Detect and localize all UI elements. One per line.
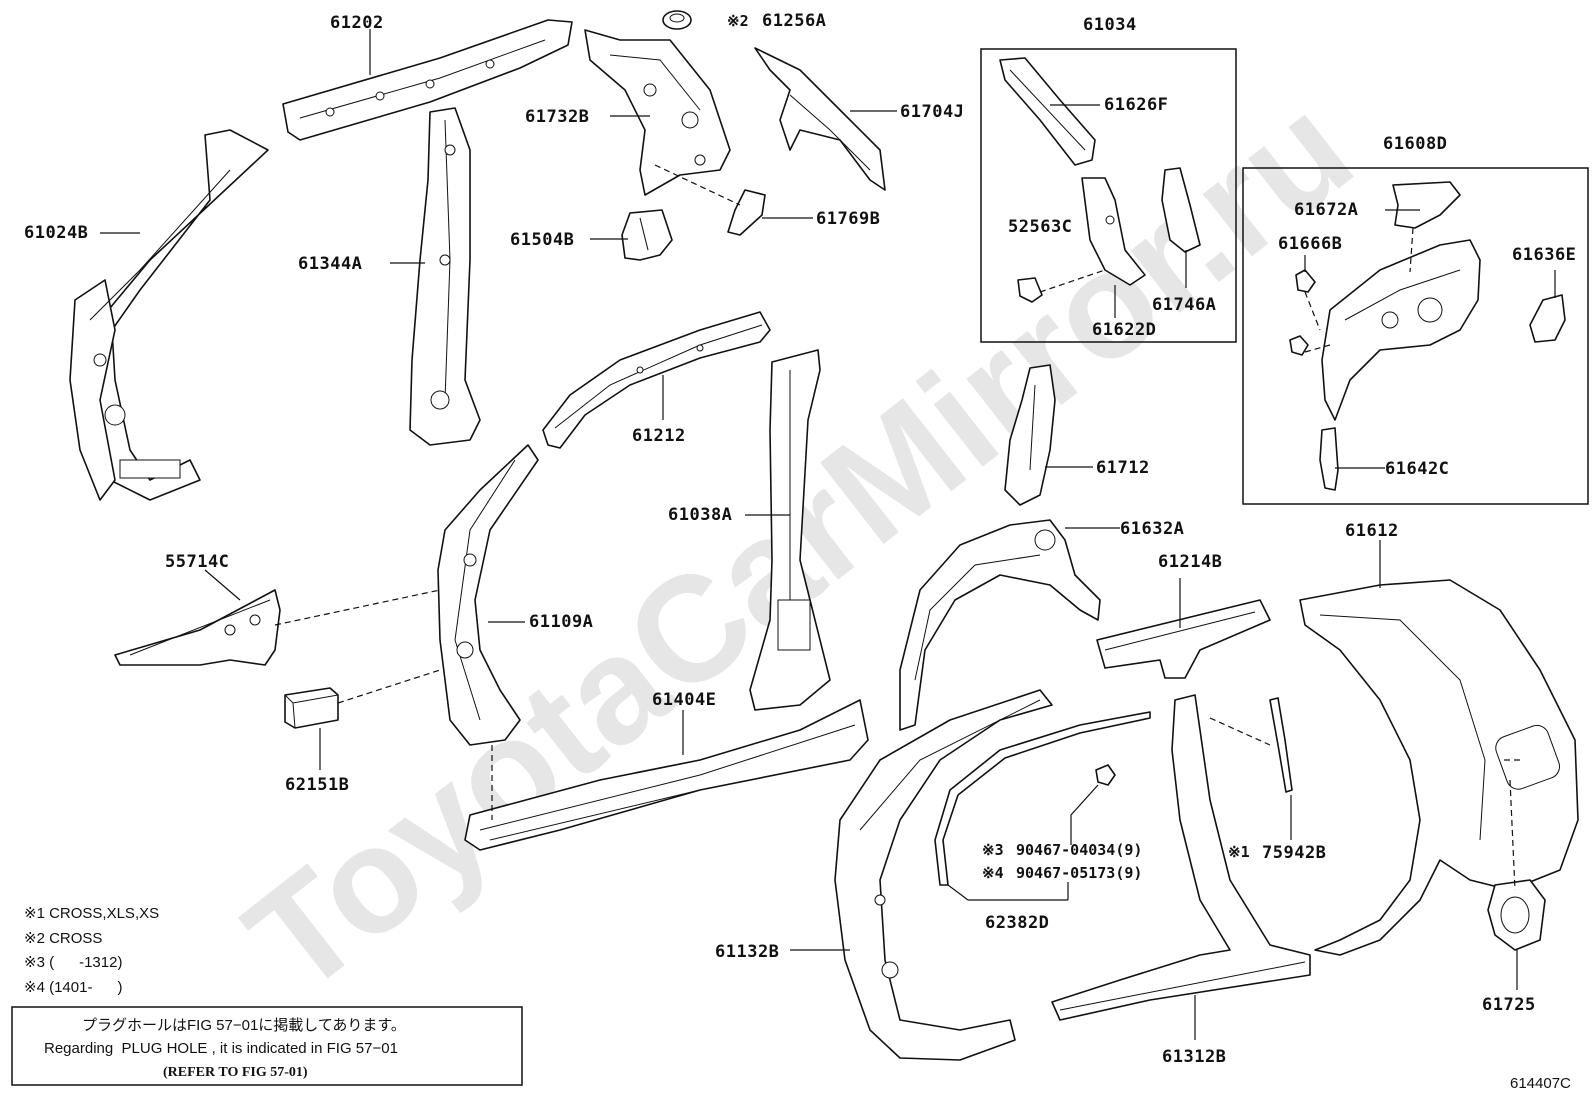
part-wheelhouse-inner[interactable] xyxy=(1321,239,1481,421)
part-61109A[interactable] xyxy=(437,444,539,746)
label-61608D: 61608D xyxy=(1383,134,1447,154)
label-90467-04034: 90467-04034(9) xyxy=(1016,841,1142,859)
label-61769B: 61769B xyxy=(816,209,880,229)
leader-lines xyxy=(100,29,1556,1040)
part-52563C[interactable] xyxy=(1017,277,1043,303)
label-61109A: 61109A xyxy=(529,612,593,632)
label-61672A: 61672A xyxy=(1294,200,1358,220)
part-61672A[interactable] xyxy=(1392,181,1461,229)
label-61504B: 61504B xyxy=(510,230,574,250)
label-61712: 61712 xyxy=(1096,458,1150,478)
label-61666B: 61666B xyxy=(1278,234,1342,254)
part-61769B[interactable] xyxy=(727,189,766,236)
part-61612[interactable] xyxy=(1299,579,1579,956)
assembly-lines xyxy=(274,164,1520,891)
part-61214B[interactable] xyxy=(1096,599,1271,679)
label-61038A: 61038A xyxy=(668,505,732,525)
part-61636E[interactable] xyxy=(1529,294,1566,343)
part-61712[interactable] xyxy=(1004,364,1056,506)
label-61034: 61034 xyxy=(1083,15,1137,35)
label-62382D: 62382D xyxy=(985,913,1049,933)
label-61626F: 61626F xyxy=(1104,95,1168,115)
part-90467-clip[interactable] xyxy=(1095,764,1116,786)
label-61632A: 61632A xyxy=(1120,519,1184,539)
legend: ※1 CROSS,XLS,XS ※2 CROSS ※3 ( -1312) ※4 … xyxy=(24,905,159,996)
label-61256A-mark: ※2 xyxy=(727,12,749,30)
plug-hole-notice: プラグホールはFIG 57−01に掲載してあります。 Regarding PLU… xyxy=(11,1006,523,1086)
legend-note-4: ※4 (1401- ) xyxy=(24,979,122,996)
group-box-61608D xyxy=(1242,167,1589,505)
label-61256A: 61256A xyxy=(762,11,826,31)
part-61024B[interactable] xyxy=(69,129,269,501)
label-61622D: 61622D xyxy=(1092,320,1156,340)
label-61344A: 61344A xyxy=(298,254,362,274)
part-61732B[interactable] xyxy=(584,29,731,196)
part-61622D[interactable] xyxy=(1081,177,1146,286)
label-61725: 61725 xyxy=(1482,995,1536,1015)
label-61636E: 61636E xyxy=(1512,245,1576,265)
part-61256A[interactable] xyxy=(662,10,692,30)
part-61312B[interactable] xyxy=(1051,694,1311,1021)
label-62151B: 62151B xyxy=(285,775,349,795)
part-62382D[interactable] xyxy=(934,711,1151,886)
label-55714C: 55714C xyxy=(165,552,229,572)
part-61666B[interactable] xyxy=(1289,269,1316,356)
label-61612: 61612 xyxy=(1345,521,1399,541)
part-61626F[interactable] xyxy=(999,57,1096,166)
label-61642C: 61642C xyxy=(1385,459,1449,479)
label-61202: 61202 xyxy=(330,13,384,33)
label-61214B: 61214B xyxy=(1158,552,1222,572)
label-61312B: 61312B xyxy=(1162,1047,1226,1067)
part-61504B[interactable] xyxy=(621,209,673,261)
label-mark-4: ※4 xyxy=(982,864,1004,882)
notice-box xyxy=(11,1006,523,1086)
label-61704J: 61704J xyxy=(900,102,964,122)
label-90467-05173: 90467-05173(9) xyxy=(1016,864,1142,882)
part-61704J[interactable] xyxy=(754,47,886,191)
label-75942B: 75942B xyxy=(1262,843,1326,863)
label-61132B: 61132B xyxy=(715,942,779,962)
part-61632A[interactable] xyxy=(899,519,1101,731)
part-55714C[interactable] xyxy=(114,589,281,666)
part-61132B[interactable] xyxy=(834,689,1053,1061)
label-mark-1: ※1 xyxy=(1228,843,1250,861)
notice-line-3: (REFER TO FIG 57-01) xyxy=(163,1065,308,1080)
notice-line-2: Regarding PLUG HOLE , it is indicated in… xyxy=(44,1040,398,1057)
legend-note-1: ※1 CROSS,XLS,XS xyxy=(24,905,159,922)
figure-code: 614407C xyxy=(1510,1075,1571,1092)
label-61732B: 61732B xyxy=(525,107,589,127)
label-61404E: 61404E xyxy=(652,690,716,710)
legend-note-3: ※3 ( -1312) xyxy=(24,954,122,971)
part-61404E[interactable] xyxy=(464,699,869,851)
label-61212: 61212 xyxy=(632,426,686,446)
part-61725[interactable] xyxy=(1487,879,1546,951)
label-61024B: 61024B xyxy=(24,223,88,243)
part-75942B[interactable] xyxy=(1269,697,1293,793)
part-61038A[interactable] xyxy=(749,349,831,711)
part-labels: 61202 ※2 61256A 61034 61732B 61704J 6162… xyxy=(24,11,1576,1067)
part-62151B[interactable] xyxy=(284,687,339,729)
label-mark-3: ※3 xyxy=(982,841,1004,859)
part-61202[interactable] xyxy=(282,19,573,141)
label-52563C: 52563C xyxy=(1008,217,1072,237)
group-box-61034 xyxy=(980,48,1237,343)
legend-note-2: ※2 CROSS xyxy=(24,930,102,947)
part-61746A[interactable] xyxy=(1161,167,1201,253)
part-61642C[interactable] xyxy=(1319,427,1339,491)
notice-line-1: プラグホールはFIG 57−01に掲載してあります。 xyxy=(82,1017,406,1034)
part-61344A[interactable] xyxy=(409,107,481,446)
part-61212[interactable] xyxy=(542,311,771,449)
label-61746A: 61746A xyxy=(1152,295,1216,315)
